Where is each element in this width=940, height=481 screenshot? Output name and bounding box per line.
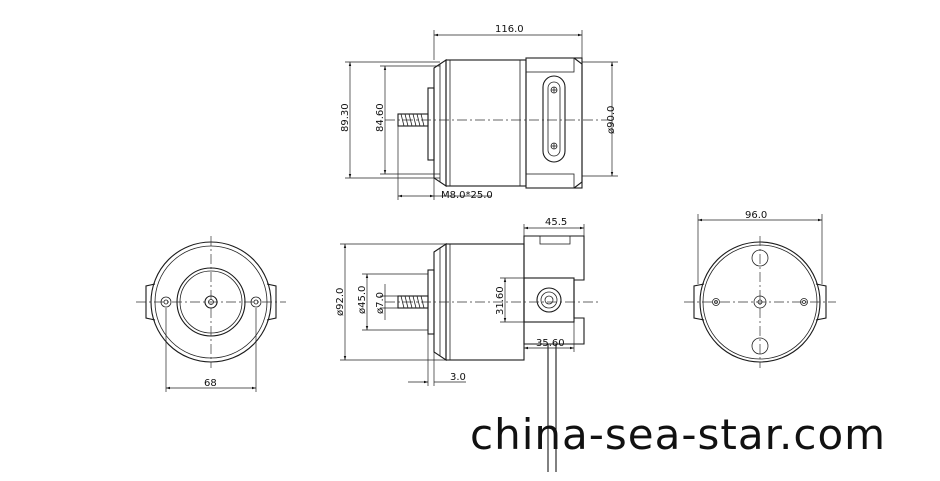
dim-side-dia-mid: ø45.0 bbox=[357, 286, 368, 314]
dim-front-width: 68 bbox=[204, 378, 217, 389]
dim-side-dia-shaft: ø7.0 bbox=[375, 292, 386, 314]
top-view: 116.0 89.30 84.60 ø90.0 M8.0*25.0 bbox=[340, 24, 618, 201]
side-view: 45.5 ø92.0 ø45.0 ø7.0 31.60 35.60 3.0 bbox=[335, 217, 600, 472]
watermark-text: china-sea-star.com bbox=[470, 410, 887, 459]
dim-top-dia: ø90.0 bbox=[606, 106, 617, 134]
rear-view: 96.0 bbox=[684, 210, 836, 368]
dim-side-box-width: 35.60 bbox=[536, 338, 565, 349]
dim-top-height-inner: 84.60 bbox=[375, 103, 386, 132]
dim-top-thread: M8.0*25.0 bbox=[441, 190, 493, 201]
front-view: 68 bbox=[136, 236, 286, 392]
dim-side-width: 45.5 bbox=[545, 217, 567, 228]
dim-side-height: 31.60 bbox=[495, 286, 506, 315]
dim-side-dia-outer: ø92.0 bbox=[335, 288, 346, 316]
dim-rear-width: 96.0 bbox=[745, 210, 767, 221]
dim-top-length: 116.0 bbox=[495, 24, 524, 35]
dim-top-height-outer: 89.30 bbox=[340, 103, 351, 132]
dim-side-offset: 3.0 bbox=[450, 372, 466, 383]
